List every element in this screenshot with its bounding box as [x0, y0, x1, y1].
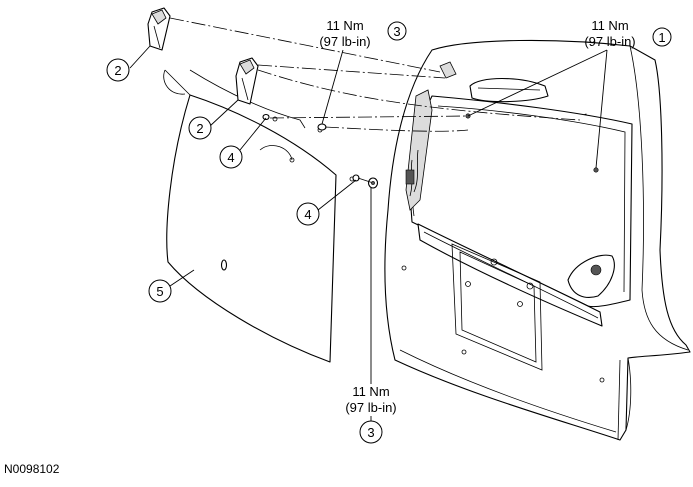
callout-4-lower-number: 4	[304, 207, 311, 222]
callout-1-torque-line2: (97 lb-in)	[584, 34, 635, 49]
callout-3-upper-torque-line2: (97 lb-in)	[319, 34, 370, 49]
glass-phantom-edge	[164, 69, 306, 129]
liftgate-glass-panel	[166, 94, 337, 363]
callout-3-lower-number: 3	[367, 425, 374, 440]
hinge-cover-lower	[235, 57, 259, 105]
callout-2-lower-number: 2	[196, 121, 203, 136]
liftgate-side-fold	[629, 45, 689, 351]
spacer-4-upper	[262, 113, 270, 121]
leader-lines	[129, 45, 608, 421]
callout-1: 11 Nm (97 lb-in) 1	[584, 18, 672, 49]
glass-wiper-hole	[220, 259, 228, 271]
plate-bolt-hole	[526, 282, 534, 290]
liftgate-bolt-1	[593, 167, 599, 173]
callout-2-upper: 2	[106, 58, 130, 82]
callout-5-number: 5	[156, 284, 163, 299]
callout-3-lower-bubble	[359, 420, 383, 444]
callout-5-bubble	[148, 279, 172, 303]
callout-1-torque-line1: 11 Nm	[591, 18, 628, 33]
callout-4-upper: 4	[219, 145, 243, 169]
callout-3-upper-torque-line1: 11 Nm	[326, 18, 363, 33]
liftgate-glass	[163, 69, 355, 363]
callout-4-lower-bubble	[296, 202, 320, 226]
callout-3-lower-torque-line1: 11 Nm	[352, 384, 389, 399]
license-plate-pocket	[451, 243, 543, 371]
liftgate-spoiler-trim	[469, 77, 549, 103]
callout-3-lower: 11 Nm (97 lb-in) 3	[345, 384, 397, 444]
callout-3-upper-bubble	[387, 21, 407, 41]
callout-3-upper-number: 3	[393, 24, 400, 39]
callout-1-bubble	[652, 27, 672, 47]
bolt-3-upper	[317, 123, 327, 131]
plate-bolt-hole	[517, 301, 523, 307]
glass-stud	[272, 116, 278, 122]
callout-5: 5	[148, 279, 172, 303]
callout-2-lower: 2	[188, 116, 212, 140]
plate-bolt-hole	[490, 258, 498, 266]
hinge-cover-upper	[147, 7, 171, 51]
liftgate-wiring-connector	[405, 169, 415, 185]
callout-4-upper-number: 4	[227, 150, 234, 165]
liftgate-left-hinge	[439, 61, 457, 79]
figure-id: N0098102	[4, 462, 60, 476]
hardware	[262, 113, 599, 189]
plate-bolt-hole	[465, 281, 471, 287]
alignment-lines	[169, 17, 581, 184]
callout-3-upper: 11 Nm (97 lb-in) 3	[319, 18, 407, 49]
liftgate-wiper-pod	[567, 254, 615, 298]
callout-3-lower-torque-line2: (97 lb-in)	[345, 400, 396, 415]
callout-2-lower-bubble	[188, 116, 212, 140]
callout-4-lower: 4	[296, 202, 320, 226]
callout-2-upper-bubble	[106, 58, 130, 82]
callout-1-number: 1	[658, 30, 665, 45]
callout-2-upper-number: 2	[114, 63, 121, 78]
glass-stud	[289, 157, 295, 163]
callout-4-upper-bubble	[219, 145, 243, 169]
liftgate-assembly	[384, 39, 691, 441]
